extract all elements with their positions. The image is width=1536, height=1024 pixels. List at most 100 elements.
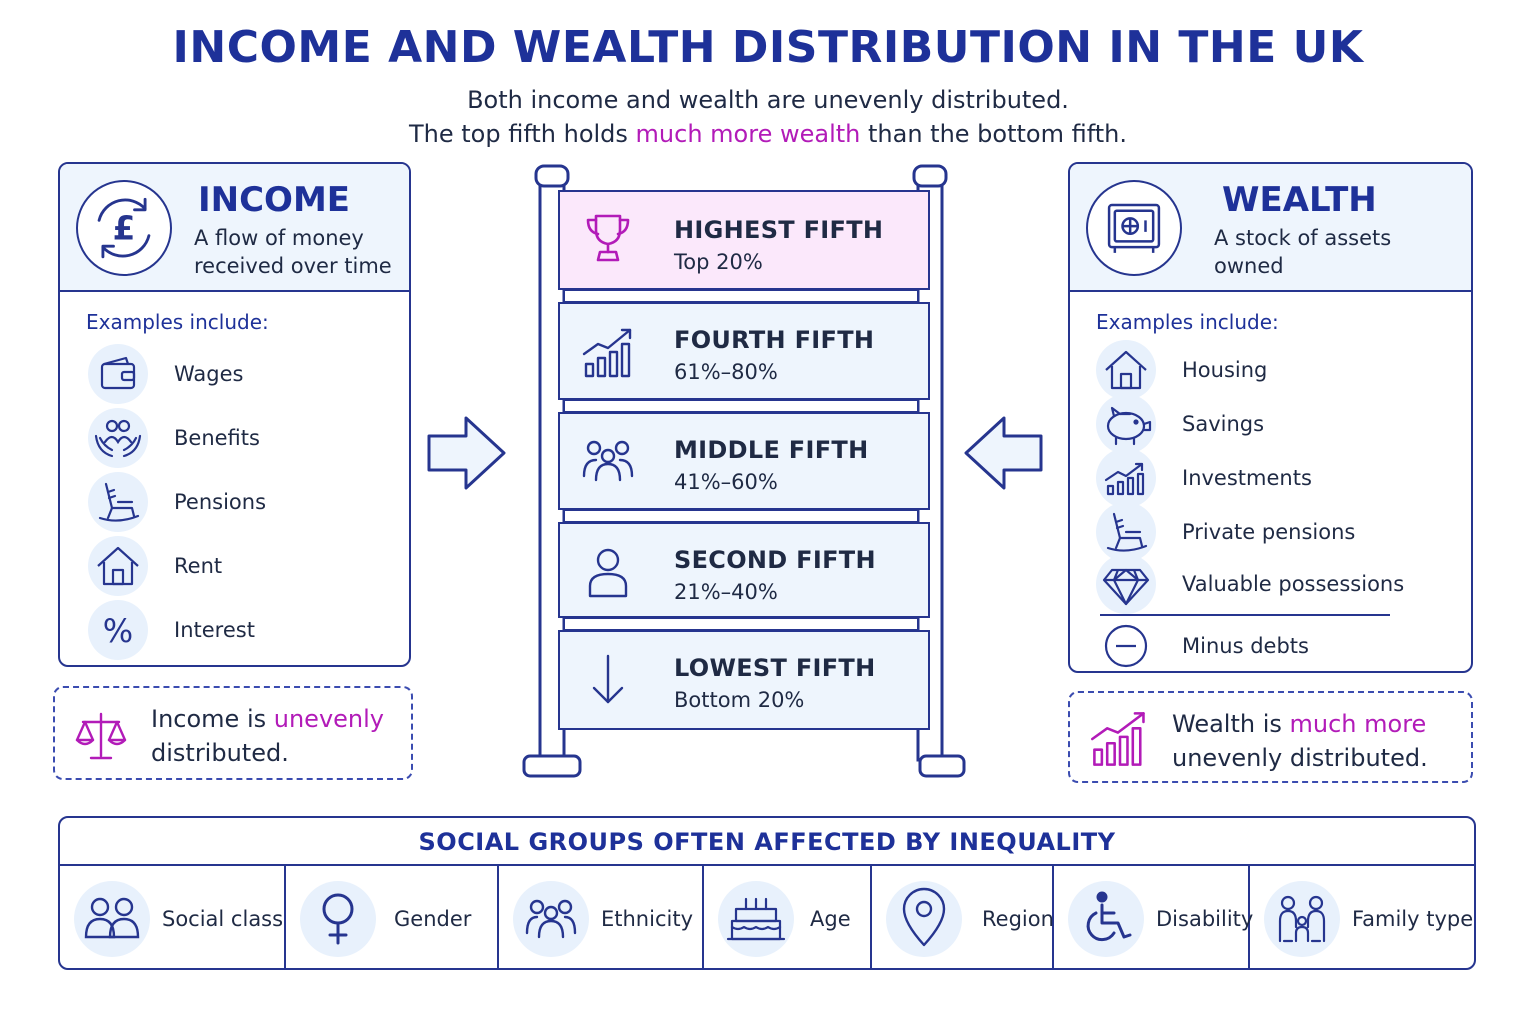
wealth-example-label: Private pensions — [1182, 520, 1356, 544]
ladder-rung-title: FOURTH FIFTH — [674, 326, 875, 354]
location-pin-icon — [886, 881, 962, 957]
wealth-note-highlight: much more — [1289, 710, 1427, 738]
income-panel: £ INCOME A flow of money received over t… — [58, 162, 411, 667]
wealth-description: A stock of assets owned — [1214, 224, 1391, 280]
group-label: Ethnicity — [601, 907, 693, 931]
birthday-cake-icon — [718, 881, 794, 957]
ladder-rung-sub: 21%–40% — [674, 580, 778, 604]
wealth-header: WEALTH A stock of assets owned — [1070, 164, 1471, 292]
house-icon — [1096, 340, 1156, 400]
social-groups-title: SOCIAL GROUPS OFTEN AFFECTED BY INEQUALI… — [60, 818, 1474, 866]
subtitle-highlight: much more wealth — [635, 120, 861, 148]
ladder-rung-sub: 61%–80% — [674, 360, 778, 384]
trophy-icon — [586, 214, 630, 262]
two-people-icon — [74, 881, 150, 957]
income-example-rent: Rent — [88, 536, 222, 596]
subtitle-text-a: The top fifth holds — [409, 120, 636, 148]
group-label: Social class — [162, 907, 284, 931]
income-example-interest: % Interest — [88, 600, 255, 660]
income-example-label: Interest — [174, 618, 255, 642]
house-icon — [88, 536, 148, 596]
svg-text:£: £ — [113, 210, 136, 248]
income-description: A flow of money received over time — [194, 224, 392, 280]
wealth-note: Wealth is much more unevenly distributed… — [1068, 691, 1473, 783]
group-social-class: Social class — [60, 866, 286, 968]
income-note-highlight: unevenly — [273, 705, 384, 733]
left-arrow-icon — [964, 416, 1043, 490]
diamond-icon — [1096, 554, 1156, 614]
income-example-label: Benefits — [174, 426, 260, 450]
income-examples-label: Examples include: — [86, 310, 269, 334]
wealth-note-text: Wealth is much more unevenly distributed… — [1172, 707, 1428, 775]
person-icon — [588, 548, 628, 598]
wealth-note-a: Wealth is — [1172, 710, 1290, 738]
wealth-example-investments: Investments — [1096, 448, 1312, 508]
income-header: £ INCOME A flow of money received over t… — [60, 164, 409, 292]
wealth-example-private-pensions: Private pensions — [1096, 502, 1355, 562]
wealth-title: WEALTH — [1222, 180, 1377, 220]
rocking-chair-icon — [88, 472, 148, 532]
group-age: Age — [704, 866, 872, 968]
growth-chart-icon — [582, 328, 632, 378]
distribution-ladder: HIGHEST FIFTH Top 20% FOURTH FIFTH 61%–8… — [510, 160, 980, 790]
growth-chart-icon — [1096, 448, 1156, 508]
group-disability: Disability — [1054, 866, 1254, 968]
rocking-chair-icon — [1096, 502, 1156, 562]
wealth-minus-label: Minus debts — [1182, 634, 1309, 658]
ladder-rung-sub: 41%–60% — [674, 470, 778, 494]
safe-icon — [1086, 180, 1182, 276]
wealth-desc-line-1: A stock of assets — [1214, 226, 1392, 250]
income-note-a: Income is — [151, 705, 274, 733]
growth-chart-icon — [1090, 712, 1145, 766]
wealth-minus-debts: Minus debts — [1096, 616, 1309, 671]
wealth-desc-line-2: owned — [1214, 254, 1284, 278]
group-ethnicity: Ethnicity — [499, 866, 704, 968]
ladder-rung-sub: Top 20% — [674, 250, 763, 274]
wealth-example-label: Savings — [1182, 412, 1265, 436]
female-symbol-icon — [300, 881, 376, 957]
percent-icon: % — [88, 600, 148, 660]
ladder-rung-fourth: FOURTH FIFTH 61%–80% — [558, 302, 930, 400]
income-note-text: Income is unevenly distributed. — [151, 702, 384, 770]
group-label: Disability — [1156, 907, 1254, 931]
group-label: Family type — [1352, 907, 1474, 931]
income-note-b: distributed. — [151, 739, 289, 767]
subtitle-text-b: than the bottom fifth. — [860, 120, 1127, 148]
group-icon — [582, 440, 634, 482]
income-desc-line-1: A flow of money — [194, 226, 364, 250]
wealth-example-valuables: Valuable possessions — [1096, 554, 1404, 614]
income-example-benefits: Benefits — [88, 408, 260, 468]
income-example-label: Rent — [174, 554, 223, 578]
ladder-rung-second: SECOND FIFTH 21%–40% — [558, 522, 930, 618]
ladder-rung-title: MIDDLE FIFTH — [674, 436, 869, 464]
wealth-example-savings: Savings — [1096, 394, 1264, 454]
wallet-icon — [88, 344, 148, 404]
group-region: Region — [872, 866, 1054, 968]
income-title: INCOME — [198, 180, 351, 220]
hands-people-icon — [88, 408, 148, 468]
down-arrow-icon — [592, 654, 624, 704]
income-note: Income is unevenly distributed. — [53, 686, 413, 780]
wealth-example-label: Housing — [1182, 358, 1268, 382]
piggy-bank-icon — [1096, 394, 1156, 454]
pound-cycle-icon: £ — [76, 180, 172, 276]
ladder-rung-title: LOWEST FIFTH — [674, 654, 876, 682]
social-groups-panel: SOCIAL GROUPS OFTEN AFFECTED BY INEQUALI… — [58, 816, 1476, 970]
group-family-type: Family type — [1250, 866, 1474, 968]
page-title: INCOME AND WEALTH DISTRIBUTION IN THE UK — [172, 22, 1364, 73]
svg-text:%: % — [103, 612, 133, 650]
income-example-label: Pensions — [174, 490, 267, 514]
ladder-rung-title: SECOND FIFTH — [674, 546, 876, 574]
income-example-label: Wages — [174, 362, 244, 386]
right-arrow-icon — [427, 416, 506, 490]
wheelchair-icon — [1068, 881, 1144, 957]
ladder-rung-sub: Bottom 20% — [674, 688, 805, 712]
ladder-rung-lowest: LOWEST FIFTH Bottom 20% — [558, 630, 930, 730]
three-people-icon — [513, 881, 589, 957]
family-icon — [1264, 881, 1340, 957]
ladder-rung-highest: HIGHEST FIFTH Top 20% — [558, 190, 930, 290]
subtitle-line-1: Both income and wealth are unevenly dist… — [467, 86, 1069, 114]
group-label: Region — [982, 907, 1054, 931]
ladder-rung-title: HIGHEST FIFTH — [674, 216, 884, 244]
group-gender: Gender — [286, 866, 499, 968]
